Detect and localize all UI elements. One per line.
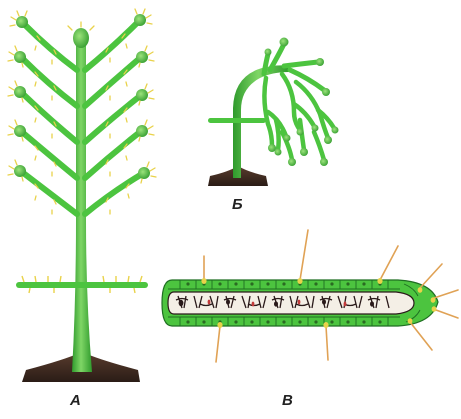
figure-c-label: В [282, 392, 293, 409]
main-stem [72, 35, 92, 372]
figure-a-colony [8, 9, 156, 382]
lower-branch [16, 282, 148, 288]
figure-c-section [162, 230, 458, 362]
section-needles-up [204, 230, 442, 288]
section-needles-down [216, 322, 432, 362]
colony-b-side-branch [208, 118, 266, 123]
left-branches [22, 24, 77, 214]
figure-b-label: Б [232, 196, 243, 213]
figure-b-colony [208, 38, 339, 187]
colony-b-upper-branches [264, 44, 324, 90]
figure-a-label: А [70, 392, 81, 409]
apical-polyp [73, 28, 89, 48]
right-branches [85, 22, 142, 214]
